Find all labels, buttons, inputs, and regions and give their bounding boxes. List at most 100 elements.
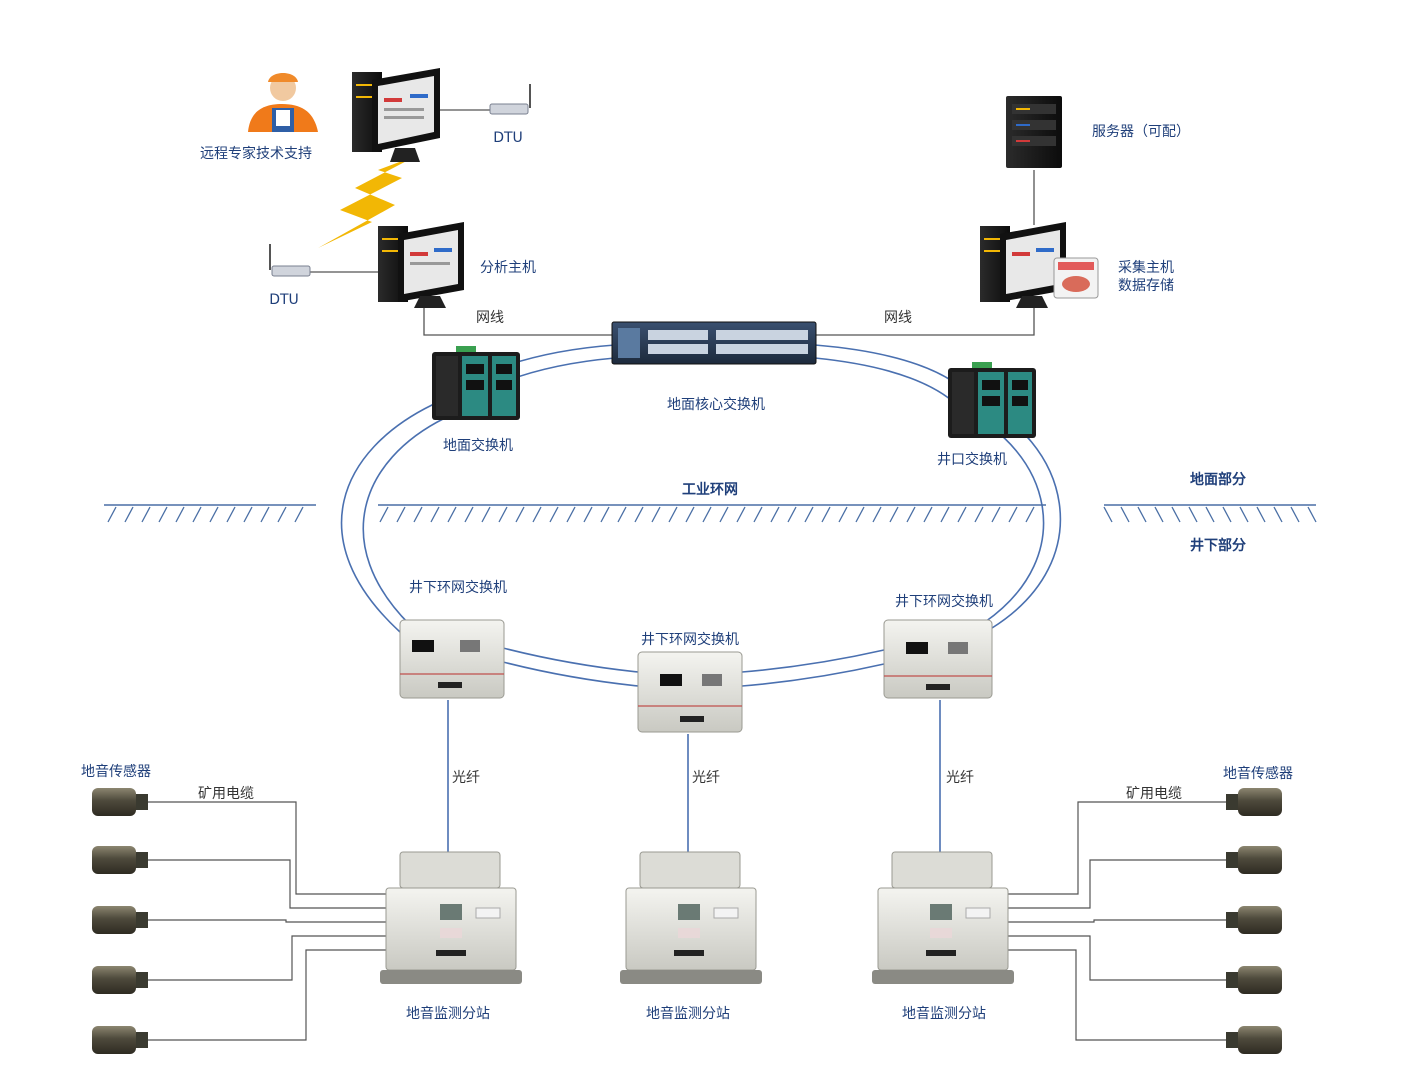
ground-hatch-stroke — [379, 506, 389, 523]
dtu-modem-top-icon — [489, 84, 531, 115]
ground-hatch-stroke — [821, 506, 831, 523]
ground-hatch-stroke — [1171, 506, 1181, 523]
ground-hatch-stroke — [413, 506, 423, 523]
ground-hatch-stroke — [617, 506, 627, 523]
ground-hatch-stroke — [243, 506, 253, 523]
cable-right-label: 矿用电缆 — [1126, 786, 1182, 802]
net-cable-right-label: 网线 — [884, 310, 912, 326]
ring-switch-right-label: 井下环网交换机 — [895, 593, 993, 610]
geophone-sensors-right — [1226, 788, 1282, 1054]
ground-hatch-stroke — [192, 506, 202, 523]
expert-label: 远程专家技术支持 — [200, 145, 312, 162]
monitoring-substation-mid-icon — [620, 851, 762, 984]
ground-hatch-stroke — [736, 506, 746, 523]
ground-hatch-stroke — [1188, 506, 1198, 523]
ground-hatch-stroke — [855, 506, 865, 523]
remote-workstation-icon — [352, 68, 440, 162]
ring-switch-left-label: 井下环网交换机 — [409, 579, 507, 596]
substation-mid-label: 地音监测分站 — [646, 1005, 730, 1022]
geophone-sensor-icon — [1226, 1026, 1282, 1054]
fiber-right-label: 光纤 — [946, 770, 974, 786]
ground-hatch-stroke — [260, 506, 270, 523]
ground-hatch-stroke — [974, 506, 984, 523]
geophone-sensors-left — [92, 788, 148, 1054]
ground-hatch-stroke — [549, 506, 559, 523]
ground-hatch-stroke — [1256, 506, 1266, 523]
ground-hatch-stroke — [1120, 506, 1130, 523]
ground-hatch-stroke — [464, 506, 474, 523]
collect-host-label-1: 采集主机 — [1118, 259, 1174, 276]
ground-hatch-stroke — [498, 506, 508, 523]
net-cable-left-label: 网线 — [476, 310, 504, 326]
ground-hatch-stroke — [226, 506, 236, 523]
ground-hatch-stroke — [447, 506, 457, 523]
ground-hatch-stroke — [532, 506, 542, 523]
ground-hatch-stroke — [396, 506, 406, 523]
substation-left-label: 地音监测分站 — [406, 1005, 490, 1022]
ground-hatch-stroke — [923, 506, 933, 523]
core-switch-icon — [611, 321, 817, 365]
geophone-sensor-icon — [1226, 846, 1282, 874]
collect-host-icon — [980, 222, 1066, 308]
ground-hatch-stroke — [702, 506, 712, 523]
fiber-left-label: 光纤 — [452, 770, 480, 786]
ground-hatch-stroke — [1307, 506, 1317, 523]
analysis-host-label: 分析主机 — [480, 260, 536, 276]
ground-hatch-stroke — [1273, 506, 1283, 523]
ground-hatch-stroke — [124, 506, 134, 523]
geophone-sensor-icon — [92, 846, 148, 874]
ground-hatch-stroke — [770, 506, 780, 523]
ground-hatch-stroke — [1222, 506, 1232, 523]
dtu-left-label: DTU — [269, 292, 299, 308]
ground-hatch-stroke — [1137, 506, 1147, 523]
ground-hatch-stroke — [940, 506, 950, 523]
ground-switch-label: 地面交换机 — [443, 437, 513, 454]
underground-ring-switch-right-icon — [883, 619, 993, 699]
ground-hatch-stroke — [889, 506, 899, 523]
geophone-sensor-icon — [92, 966, 148, 994]
data-storage-icon — [1053, 257, 1099, 299]
ring-net-label: 工业环网 — [682, 482, 738, 498]
ground-hatch-stroke — [685, 506, 695, 523]
underground-ring-switch-left-icon — [399, 619, 505, 699]
ground-hatch-stroke — [634, 506, 644, 523]
ground-hatch-stroke — [957, 506, 967, 523]
server-label: 服务器（可配） — [1092, 124, 1190, 140]
dtu-top-label: DTU — [493, 130, 523, 146]
industrial-ring-fiber — [340, 344, 1062, 687]
geophone-sensor-icon — [1226, 906, 1282, 934]
mine-cables-left — [148, 801, 386, 1041]
geophone-sensor-icon — [1226, 966, 1282, 994]
ground-hatch-stroke — [158, 506, 168, 523]
collect-host-label-2: 数据存储 — [1118, 278, 1174, 294]
dtu-modem-left-icon — [269, 244, 311, 277]
analysis-host-icon — [378, 222, 464, 308]
ground-hatch-stroke — [141, 506, 151, 523]
underground-ring-switch-mid-icon — [637, 651, 743, 733]
geophone-sensor-icon — [92, 1026, 148, 1054]
cable-left-label: 矿用电缆 — [198, 786, 254, 802]
ground-hatch-stroke — [906, 506, 916, 523]
ground-hatch-stroke — [991, 506, 1001, 523]
sensor-left-label: 地音传感器 — [81, 763, 151, 780]
monitoring-substation-left-icon — [380, 851, 522, 984]
ground-hatch-stroke — [1205, 506, 1215, 523]
underground-label: 井下部分 — [1190, 537, 1246, 554]
ground-hatch-stroke — [651, 506, 661, 523]
ground-hatch-stroke — [1025, 506, 1035, 523]
ground-hatch-stroke — [566, 506, 576, 523]
ground-hatch-stroke — [787, 506, 797, 523]
network-cables — [310, 109, 1035, 336]
ground-hatch-stroke — [1290, 506, 1300, 523]
ground-hatch-stroke — [838, 506, 848, 523]
above-ground-label: 地面部分 — [1190, 471, 1246, 488]
ground-hatch-stroke — [175, 506, 185, 523]
ground-hatch-stroke — [430, 506, 440, 523]
ground-hatch-stroke — [481, 506, 491, 523]
wireless-link-icon — [318, 155, 418, 248]
ground-hatch-stroke — [1103, 506, 1113, 523]
ground-hatching — [107, 506, 1317, 523]
ground-hatch-stroke — [753, 506, 763, 523]
substation-right-label: 地音监测分站 — [902, 1005, 986, 1022]
sensor-right-label: 地音传感器 — [1223, 765, 1293, 782]
